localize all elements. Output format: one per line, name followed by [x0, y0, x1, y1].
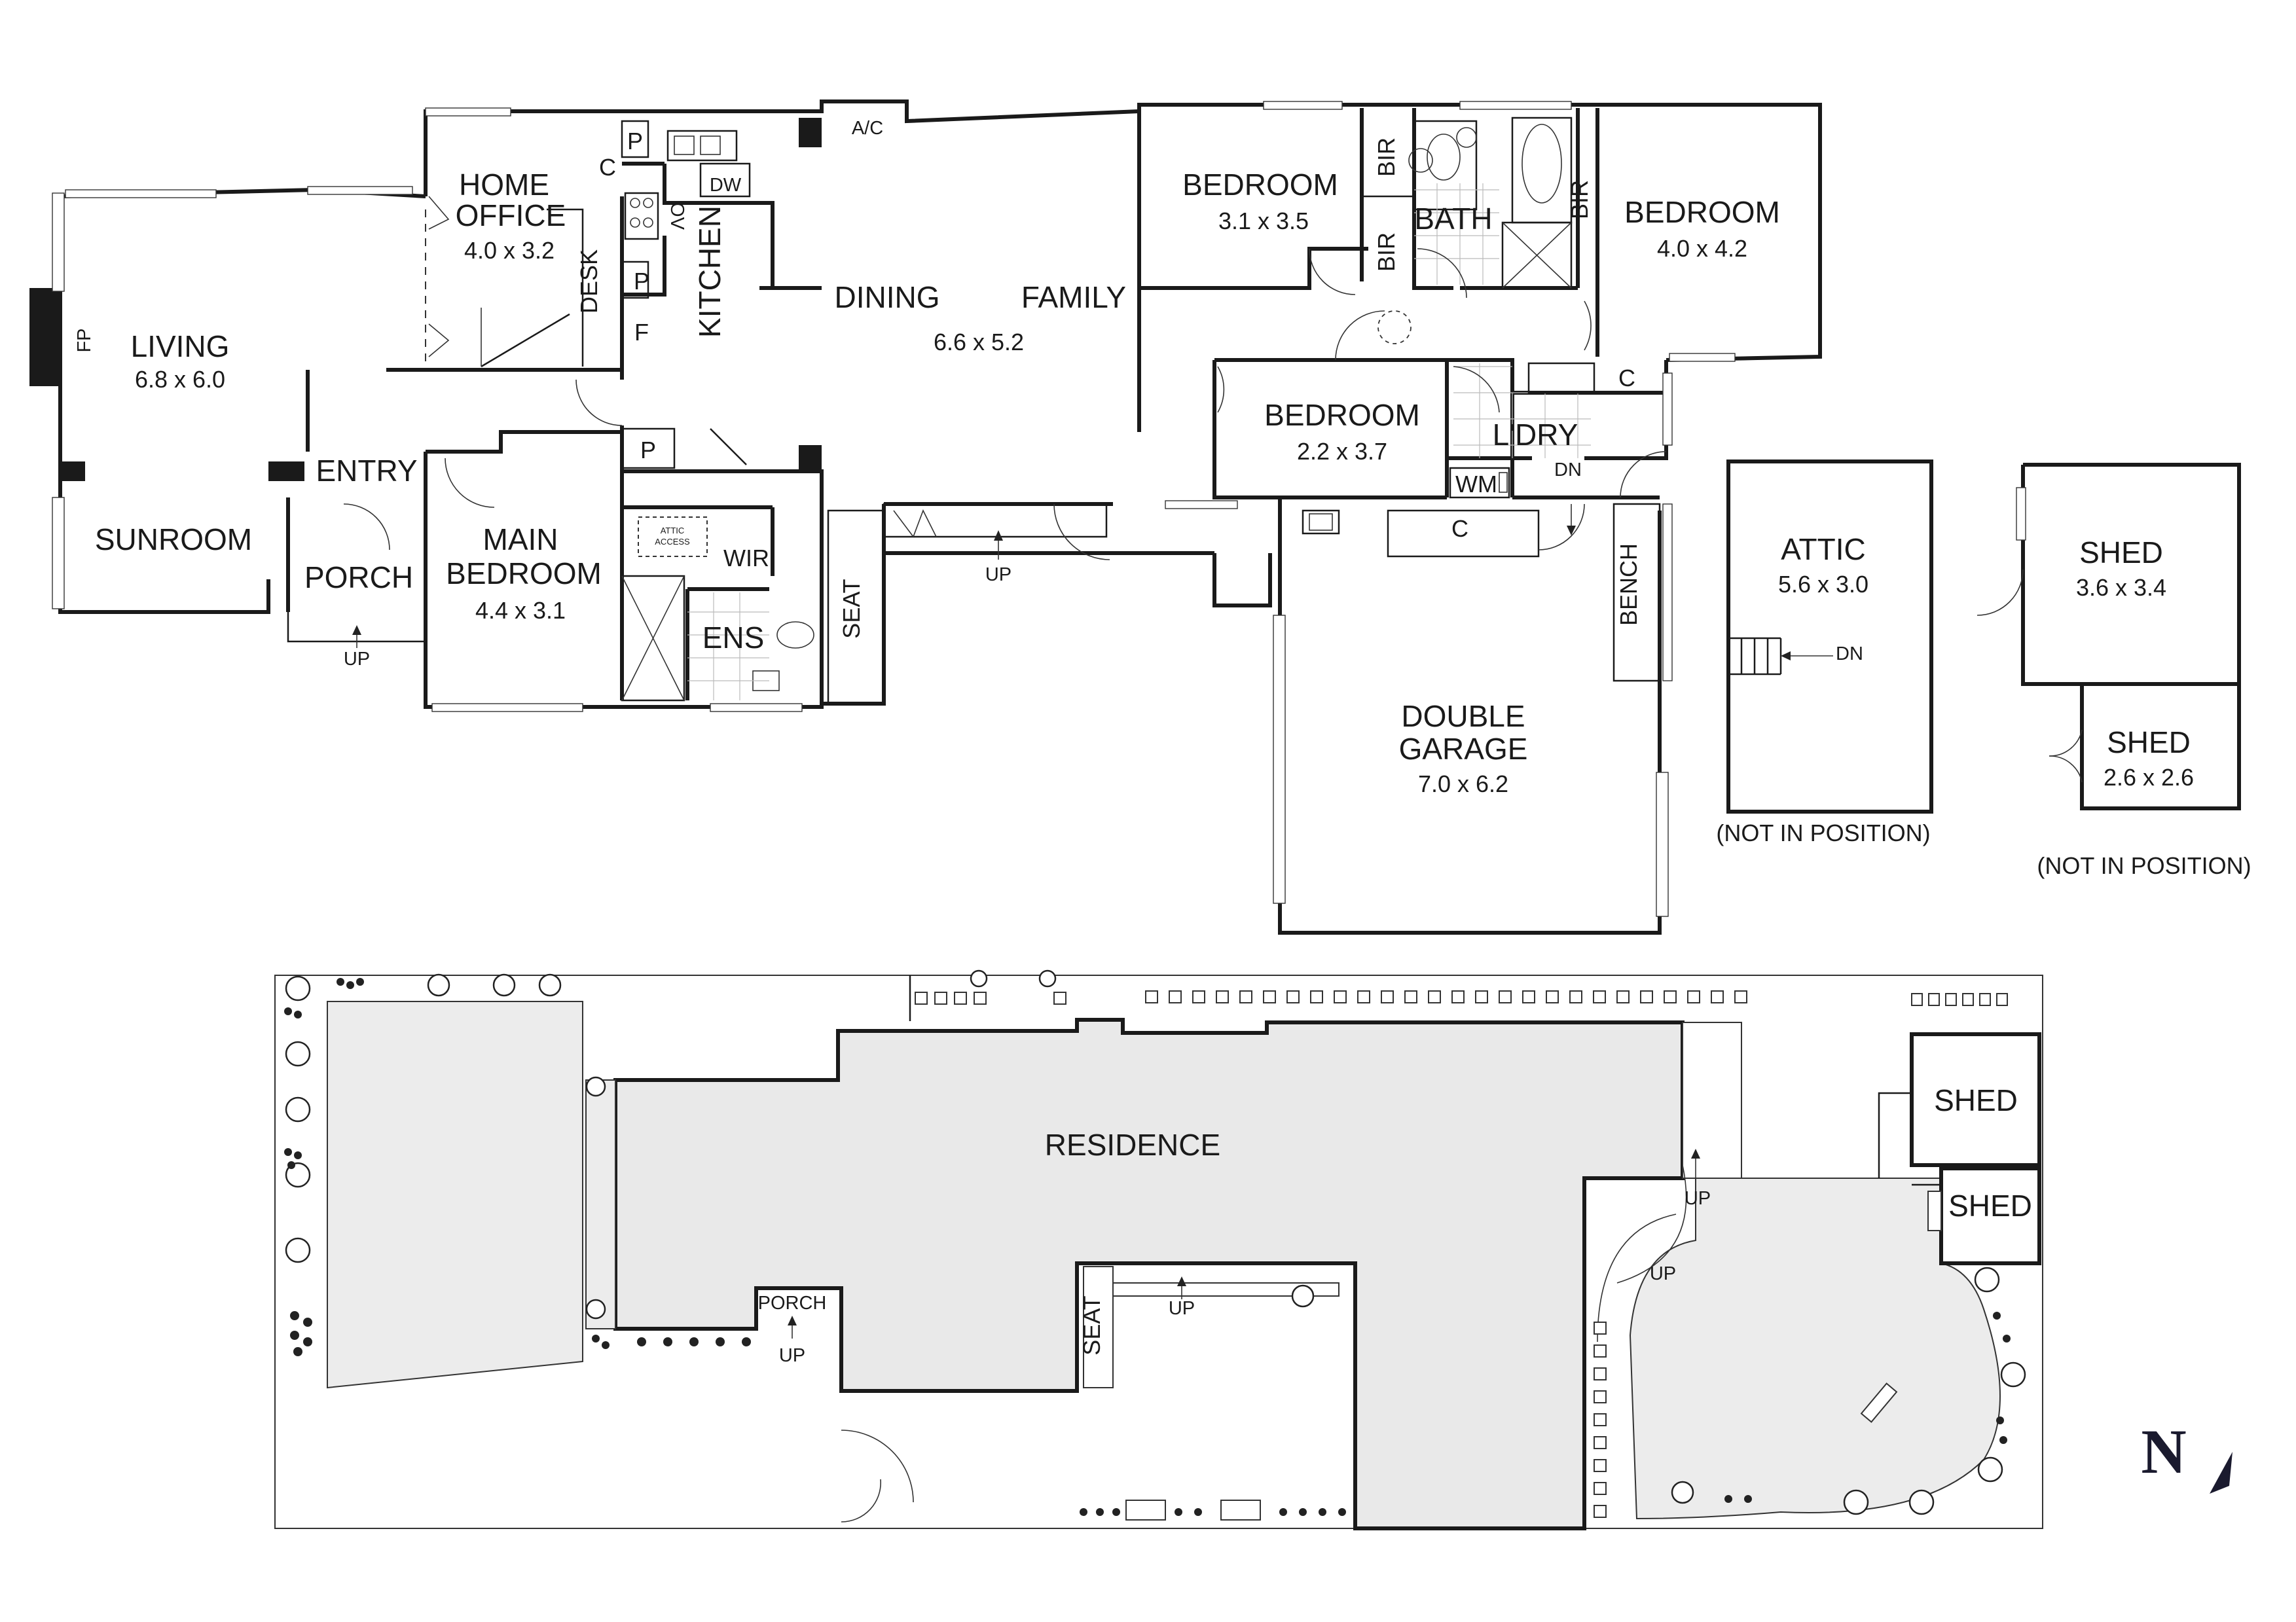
label-wm: WM [1455, 471, 1497, 497]
label-shed-a-dim: 3.6 x 3.4 [2076, 574, 2166, 601]
fence-posts [915, 990, 2008, 1521]
label-c-garage: C [1451, 515, 1468, 542]
label-family: FAMILY [1021, 280, 1126, 314]
label-double-garage: DOUBLE [1401, 699, 1525, 733]
site-residence: RESIDENCE [1045, 1128, 1220, 1162]
label-c-ldry: C [1618, 365, 1635, 391]
label-seat: SEAT [838, 579, 865, 638]
label-shed-b-dim: 2.6 x 2.6 [2104, 764, 2194, 791]
label-bedroom-b-dim: 4.0 x 4.2 [1657, 235, 1747, 262]
outbuildings [1726, 460, 2241, 814]
label-shed-b: SHED [2107, 725, 2191, 759]
label-bedroom-b: BEDROOM [1624, 195, 1780, 229]
label-attic-access-2: ACCESS [655, 537, 690, 547]
label-dining: DINING [835, 280, 940, 314]
label-attic-access-1: ATTIC [661, 526, 685, 535]
site-up-path: UP [1685, 1188, 1711, 1209]
north-label: N [2141, 1416, 2186, 1487]
label-dn-attic: DN [1836, 643, 1863, 664]
site-up-seat: UP [1169, 1298, 1195, 1319]
floor-plan-fixtures [29, 101, 1736, 917]
label-home-office-dim: 4.0 x 3.2 [464, 237, 555, 264]
label-up-porch: UP [344, 649, 370, 670]
site-shed-1: SHED [1934, 1083, 2018, 1117]
label-sunroom: SUNROOM [95, 522, 252, 556]
label-p-top: P [627, 128, 643, 154]
label-double-garage-2: GARAGE [1399, 732, 1528, 766]
label-shed-note: (NOT IN POSITION) [2037, 852, 2251, 879]
label-attic-note: (NOT IN POSITION) [1716, 820, 1930, 846]
label-ens: ENS [702, 621, 765, 655]
label-main-bedroom-dim: 4.4 x 3.1 [475, 597, 566, 624]
label-p-lower: P [640, 437, 656, 463]
label-ov: OV [666, 202, 687, 230]
label-home-office-2: OFFICE [456, 198, 566, 232]
label-kitchen: KITCHEN [693, 206, 727, 338]
label-bedroom-c: BEDROOM [1264, 398, 1420, 432]
label-attic-dim: 5.6 x 3.0 [1778, 571, 1868, 598]
label-dining-family-dim: 6.6 x 5.2 [934, 329, 1024, 355]
label-double-garage-dim: 7.0 x 6.2 [1418, 770, 1508, 797]
label-ac: A/C [852, 118, 883, 139]
label-bath: BATH [1414, 202, 1492, 236]
label-p-mid: P [634, 268, 649, 295]
site-up-porch: UP [779, 1345, 805, 1366]
site-plan [274, 969, 2232, 1530]
label-bir-3: BIR [1566, 180, 1593, 219]
room-labels: HOME OFFICE 4.0 x 3.2 C P DW OV DESK KIT… [74, 118, 2251, 879]
label-bir-1: BIR [1373, 137, 1400, 177]
label-shed-a: SHED [2079, 535, 2163, 569]
site-seat: SEAT [1078, 1295, 1105, 1355]
site-up-drive: UP [1650, 1263, 1676, 1284]
label-porch: PORCH [304, 560, 413, 594]
label-up-hall: UP [985, 564, 1011, 585]
label-bedroom-a-dim: 3.1 x 3.5 [1218, 207, 1309, 234]
label-fp: FP [74, 328, 95, 352]
label-ldry: L'DRY [1493, 418, 1578, 452]
floor-plan-walls [58, 99, 1822, 935]
label-dn-ldry: DN [1554, 460, 1582, 480]
label-wir: WIR [723, 545, 769, 571]
site-shed-2: SHED [1948, 1189, 2032, 1223]
label-main-bedroom: MAIN [483, 522, 558, 556]
trees [284, 969, 2026, 1516]
label-c-office: C [599, 154, 616, 181]
label-attic: ATTIC [1781, 532, 1865, 566]
label-home-office: HOME [459, 168, 549, 202]
label-living: LIVING [131, 329, 230, 363]
label-main-bedroom-2: BEDROOM [446, 556, 602, 590]
label-desk: DESK [575, 249, 602, 314]
label-f: F [634, 319, 649, 346]
label-bedroom-c-dim: 2.2 x 3.7 [1297, 438, 1387, 465]
label-dw: DW [710, 175, 742, 196]
site-labels: RESIDENCE PORCH UP SEAT UP UP UP SHED SH… [758, 1083, 2187, 1487]
label-bench: BENCH [1615, 543, 1642, 626]
label-entry: ENTRY [316, 454, 417, 488]
site-porch: PORCH [758, 1293, 827, 1314]
label-bedroom-a: BEDROOM [1182, 168, 1338, 202]
label-bir-2: BIR [1373, 232, 1400, 272]
label-living-dim: 6.8 x 6.0 [135, 366, 225, 393]
